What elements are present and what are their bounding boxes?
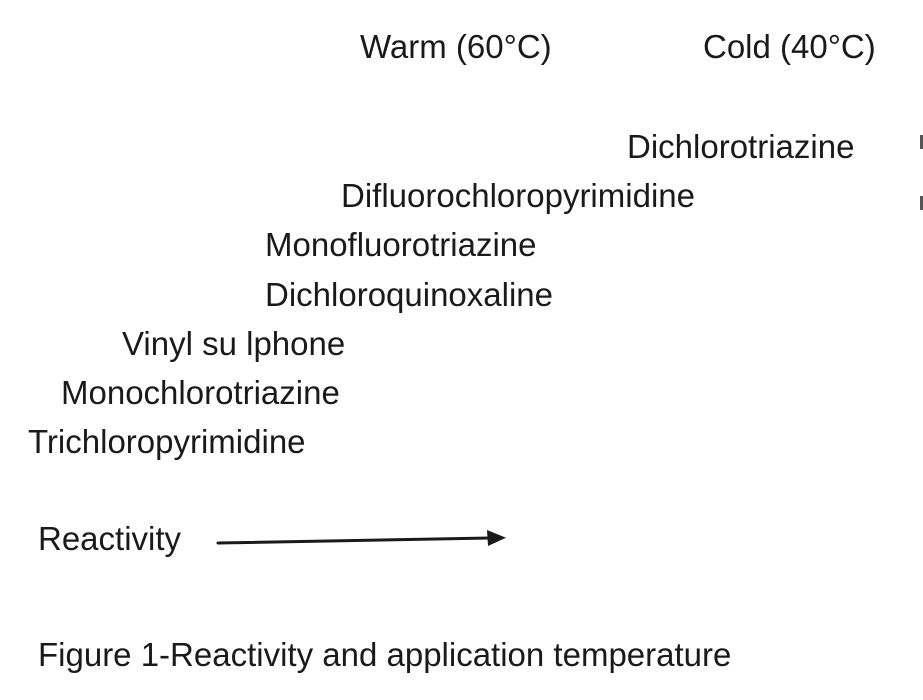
figure-caption: Figure 1-Reactivity and application temp…: [38, 636, 732, 673]
dye-monochlorotriazine: Monochlorotriazine: [61, 374, 340, 411]
dye-dichloroquinoxaline: Dichloroquinoxaline: [265, 276, 554, 313]
dye-difluorochloropyrimidine: Difluorochloropyrimidine: [341, 177, 695, 214]
edge-mark: [920, 135, 923, 149]
cold-temperature-header: Cold (40°C): [703, 28, 876, 65]
dye-trichloropyrimidine: Trichloropyrimidine: [28, 423, 306, 460]
warm-temperature-header: Warm (60°C): [360, 28, 552, 65]
reactivity-axis-label: Reactivity: [38, 520, 182, 557]
dye-monofluorotriazine: Monofluorotriazine: [265, 226, 537, 263]
reactivity-arrow-icon: [216, 530, 506, 546]
edge-mark: [920, 196, 923, 210]
dye-dichlorotriazine: Dichlorotriazine: [627, 128, 855, 165]
dye-vinyl-sulphone: Vinyl su lphone: [122, 325, 346, 362]
